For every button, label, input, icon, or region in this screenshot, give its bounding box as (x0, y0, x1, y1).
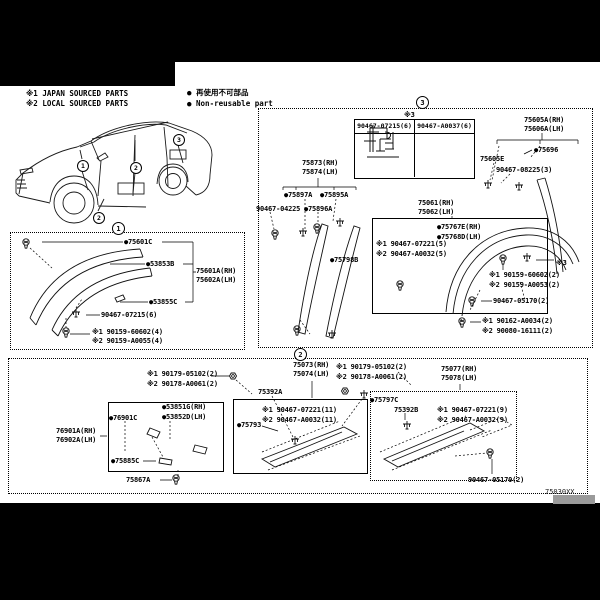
label-90467-08225: 90467-08225(3) (496, 166, 553, 174)
label-53855c: ●53855C (149, 298, 178, 306)
label-75797c: ●75797C (370, 396, 399, 404)
label-75874: 75874(LH) (302, 168, 339, 176)
label-75606a: 75606A(LH) (524, 125, 565, 133)
label-90178-a0061-left: ※2 90178-A0061(2) (147, 380, 218, 388)
label-90179-05102-right: ※1 90179-05102(2) (336, 363, 407, 371)
label-75873: 75873(RH) (302, 159, 339, 167)
label-90467-04225: 90467-04225 (256, 205, 301, 213)
label-90179-05102-left: ※1 90179-05102(2) (147, 370, 218, 378)
label-76901a: 76901A(RH) (56, 427, 97, 435)
legend-japan-sourced: ※1 JAPAN SOURCED PARTS (26, 89, 129, 98)
label-90159-60602-2: ※1 90159-60602(2) (489, 271, 560, 279)
label-75768d: ●75768D(LH) (437, 233, 482, 241)
legend-local-sourced: ※2 LOCAL SOURCED PARTS (26, 99, 129, 108)
label-75392a: 75392A (258, 388, 283, 396)
label-90159-a0053-2: ※2 90159-A0053(2) (489, 281, 560, 289)
figure-code: 75030XX (545, 488, 575, 496)
label-53853b: ●53853B (146, 260, 175, 268)
label-75602a: 75602A(LH) (196, 276, 237, 284)
watermark-block (553, 495, 595, 504)
car-callout-2: 2 (93, 212, 105, 224)
label-75696: ●75696 (534, 146, 559, 154)
label-90162-a0034: ※1 90162-A0034(2) (482, 317, 553, 325)
legend-nonreusable-en: ● Non-reusable part (187, 99, 273, 108)
diagram-paper-notch (175, 62, 600, 86)
label-ref3-right: ※3 (556, 259, 567, 267)
label-75897a: ●75897A (284, 191, 313, 199)
section-callout-3: 3 (416, 96, 429, 109)
section-3-box (258, 108, 593, 348)
label-75062: 75062(LH) (418, 208, 455, 216)
label-75885c: ●75885C (111, 457, 140, 465)
label-75605e: 75605E (480, 155, 505, 163)
label-53852d: ●53852D(LH) (162, 413, 207, 421)
label-75078: 75078(LH) (441, 374, 478, 382)
section-callout-2: 2 (294, 348, 307, 361)
label-75798b: ●75798B (330, 256, 359, 264)
label-90467-07221-11: ※1 90467-07221(11) (262, 406, 337, 414)
label-90159-60602-4: ※1 90159-60602(4) (92, 328, 163, 336)
label-75793: ●75793 (237, 421, 262, 429)
clip-table-col2: 90467-A0037(6) (417, 122, 472, 130)
label-75392b: 75392B (394, 406, 419, 414)
label-75896a: ●75896A (304, 205, 333, 213)
label-90467-07221-5: ※1 90467-07221(5) (376, 240, 447, 248)
label-90467-a0032-5: ※2 90467-A0032(5) (376, 250, 447, 258)
label-75077: 75077(RH) (441, 365, 478, 373)
legend-nonreusable-jp: ● 再使用不可部品 (187, 88, 249, 97)
label-75601c: ●75601C (124, 238, 153, 246)
label-75605a: 75605A(RH) (524, 116, 565, 124)
label-90178-a0061-right: ※2 90178-A0061(2) (336, 373, 407, 381)
label-75895a: ●75895A (320, 191, 349, 199)
clip-table-ref: ※3 (404, 111, 415, 119)
clip-table-col1: 90467-07215(6) (355, 120, 415, 133)
label-90467-a0032-11: ※2 90467-A0032(11) (262, 416, 337, 424)
clip-glyph-1 (355, 127, 415, 177)
label-90467-05170-bottom: 90467-05170(2) (468, 476, 525, 484)
clip-glyph-2 (367, 125, 474, 177)
label-90467-07215: 90467-07215(6) (101, 311, 158, 319)
label-90080-16111: ※2 90080-16111(2) (482, 327, 553, 335)
clip-table: 90467-07215(6) 90467-A0037(6) (354, 119, 475, 179)
label-90159-a0055-4: ※2 90159-A0055(4) (92, 337, 163, 345)
label-90467-a0032-9: ※2 90467-A0032(9) (437, 416, 508, 424)
label-75074: 75074(LH) (293, 370, 330, 378)
label-90467-05170-right: 90467-05170(2) (493, 297, 550, 305)
label-76901c: ●76901C (109, 414, 138, 422)
section-1-box (10, 232, 245, 350)
label-75061: 75061(RH) (418, 199, 455, 207)
label-53851g: ●53851G(RH) (162, 403, 207, 411)
car-callout-1: 1 (77, 160, 89, 172)
car-callout-3: 3 (173, 134, 185, 146)
label-75767e: ●75767E(RH) (437, 223, 482, 231)
rocker-right-sub-box (370, 391, 517, 481)
label-75867a: 75867A (126, 476, 151, 484)
car-callout-2: 2 (130, 162, 142, 174)
label-76902a: 76902A(LH) (56, 436, 97, 444)
section-callout-1: 1 (112, 222, 125, 235)
label-75073: 75073(RH) (293, 361, 330, 369)
label-75601a: 75601A(RH) (196, 267, 237, 275)
label-90467-07221-9: ※1 90467-07221(9) (437, 406, 508, 414)
